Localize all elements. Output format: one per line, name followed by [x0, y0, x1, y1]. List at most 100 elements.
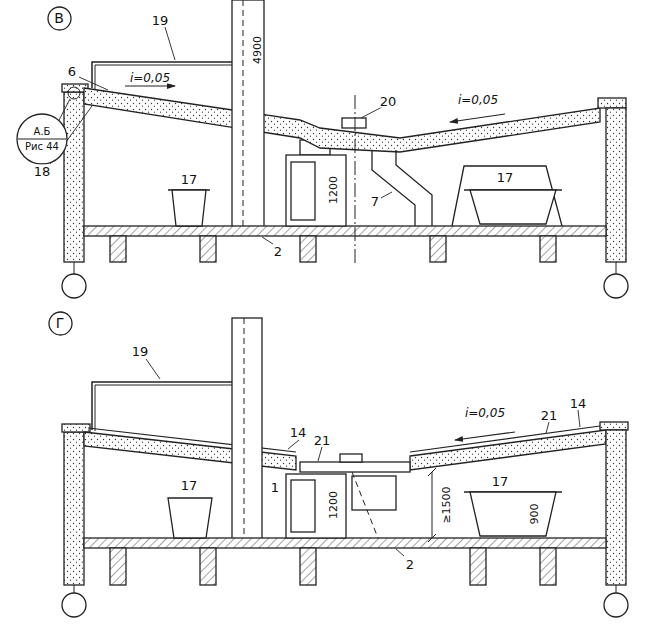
- callout-number-holder: 17: [180, 169, 199, 188]
- detail-callout: А.БРис 44: [16, 113, 68, 165]
- gutter: [300, 462, 410, 472]
- callout-number-holder: 18: [33, 161, 52, 180]
- leader-line: [262, 237, 273, 244]
- callout-number: 17: [496, 171, 515, 184]
- callout-number-holder: 6: [67, 61, 77, 80]
- axis-circle: [604, 593, 628, 617]
- wall: [64, 432, 84, 585]
- callout-number-holder: 2: [405, 554, 415, 573]
- callout-text: А.Б: [34, 126, 51, 138]
- callout-number: 20: [379, 95, 398, 108]
- section-v: [50, 0, 628, 298]
- column: [540, 236, 556, 262]
- callout-number: 18: [33, 165, 52, 178]
- leader-line: [381, 192, 392, 198]
- leader-line: [146, 359, 160, 379]
- parapet: [62, 424, 90, 432]
- parapet: [598, 98, 626, 108]
- callout-number-holder: 14: [289, 422, 308, 441]
- callout-number-holder: 20: [379, 91, 398, 110]
- roof-slab: [410, 430, 606, 470]
- callout-number-holder: 19: [151, 10, 170, 29]
- axis-line: [74, 262, 75, 274]
- fence: [95, 65, 232, 89]
- callout-number: 19: [131, 345, 150, 358]
- leader-line: [318, 447, 322, 461]
- callout-number: 1: [270, 481, 280, 494]
- bin: [470, 190, 556, 224]
- callout-number-holder: 21: [540, 405, 559, 424]
- callout-number: 17: [180, 173, 199, 186]
- dimension: 4900: [252, 35, 263, 65]
- dimension-holder: 1200: [322, 175, 341, 205]
- bin-frame: [452, 166, 562, 226]
- leader-line: [546, 422, 549, 433]
- slope-arrow: [125, 85, 175, 86]
- column: [300, 548, 316, 585]
- callout-number: 21: [540, 409, 559, 422]
- unit-inner: [291, 480, 315, 532]
- dimension: 1200: [328, 490, 339, 520]
- unit-box: [352, 476, 396, 510]
- slope-label: i=0,05: [457, 94, 499, 106]
- slope-label-holder: i=0,05: [457, 89, 499, 108]
- leader-line: [58, 99, 70, 122]
- fence: [95, 385, 232, 431]
- roofing: [410, 426, 600, 452]
- axis-circle: [604, 274, 628, 298]
- dimension-line: [432, 472, 433, 538]
- outline-circle: [49, 312, 72, 335]
- callout-divider: [18, 139, 66, 140]
- column: [110, 236, 126, 262]
- axis-line: [74, 585, 75, 593]
- slope-label-holder: i=0,05: [464, 402, 506, 421]
- section-letter: Г: [56, 315, 65, 331]
- dimension-holder: 900: [523, 503, 542, 526]
- leader-line: [288, 440, 299, 449]
- shaft-axis: [244, 318, 245, 538]
- bin: [172, 190, 206, 226]
- leader-line: [396, 549, 404, 556]
- callout-number-holder: 21: [313, 430, 332, 449]
- dimension-holder: ≥1500: [435, 485, 454, 524]
- callout-number-holder: 2: [273, 241, 283, 260]
- axis-line: [616, 585, 617, 593]
- roof-block: [340, 454, 362, 462]
- callout-number-holder: 14: [569, 393, 588, 412]
- axis-circle: [62, 274, 86, 298]
- roof-slab: [84, 88, 600, 152]
- callout-number: 21: [313, 434, 332, 447]
- dimension: 1200: [328, 175, 339, 205]
- detail-circle: [68, 87, 80, 99]
- leader-line: [165, 27, 175, 60]
- section-marker: В: [47, 6, 72, 31]
- leader-line: [79, 77, 108, 90]
- unit-box: [286, 155, 346, 226]
- column: [430, 236, 446, 262]
- floor-slab: [84, 538, 606, 548]
- wall: [606, 430, 626, 585]
- unit-box: [286, 474, 346, 538]
- dimension: 900: [529, 503, 540, 526]
- slope-label: i=0,05: [464, 407, 506, 419]
- dimension: ≥1500: [441, 485, 452, 524]
- floor-slab: [84, 226, 606, 236]
- bin: [470, 492, 556, 536]
- dimension-tick: [428, 468, 436, 476]
- section-g: [62, 318, 628, 617]
- callout-number: 17: [180, 479, 199, 492]
- callout-number-holder: 19: [131, 341, 150, 360]
- section-letter: В: [54, 10, 64, 26]
- outline-circle: [17, 114, 67, 164]
- fence: [92, 382, 232, 430]
- column: [110, 548, 126, 585]
- callout-number-holder: 7: [370, 191, 380, 210]
- callout-number: 14: [569, 397, 588, 410]
- section-marker: Г: [48, 311, 73, 336]
- outline-circle: [48, 7, 71, 30]
- dimension-holder: 4900: [246, 35, 265, 65]
- callout-number: 7: [370, 195, 380, 208]
- roof-block: [342, 118, 366, 128]
- axis-circle: [62, 593, 86, 617]
- callout-number: 19: [151, 14, 170, 27]
